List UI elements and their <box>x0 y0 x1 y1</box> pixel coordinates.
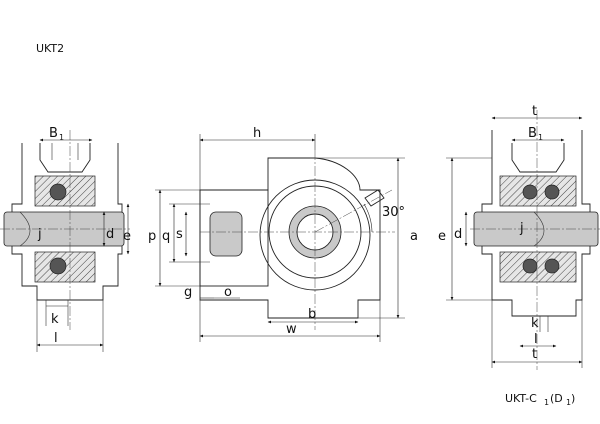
left-dimensions: B 1 d e j k l <box>36 126 131 352</box>
left-dim-B-sub: 1 <box>59 133 64 142</box>
right-dim-d: d <box>454 227 462 242</box>
footer-label: UKT-C 1 (D 1 ) <box>505 392 575 407</box>
center-dim-s: s <box>176 227 183 242</box>
left-dim-l: l <box>54 331 58 346</box>
footer-sub1: 1 <box>544 398 549 407</box>
center-dim-g: g <box>184 285 192 300</box>
right-dim-k: k <box>531 316 539 331</box>
center-dim-a: a <box>410 229 418 244</box>
left-dim-B: B <box>49 126 58 141</box>
right-dim-B-sub: 1 <box>538 133 543 142</box>
center-dimensions: h p q s a 30° g o b w <box>148 126 418 342</box>
center-front-view <box>199 150 395 330</box>
right-dim-j: j <box>519 221 524 236</box>
center-dim-h: h <box>253 126 261 141</box>
right-dim-t-top: t <box>532 104 537 119</box>
left-dim-e: e <box>123 229 131 244</box>
center-dim-q: q <box>162 229 170 244</box>
right-dim-t-bottom: t <box>532 347 537 362</box>
left-dim-d: d <box>106 227 114 242</box>
left-dim-j: j <box>37 227 42 242</box>
right-dim-e: e <box>438 229 446 244</box>
footer-main: UKT-C <box>505 392 537 405</box>
right-dim-l: l <box>534 332 538 347</box>
footer-sub2: 1 <box>566 398 571 407</box>
left-dim-k: k <box>51 312 59 327</box>
right-dim-B: B <box>528 126 537 141</box>
center-dim-angle: 30° <box>382 205 405 220</box>
left-section-view <box>0 130 130 330</box>
center-dim-o: o <box>224 285 232 300</box>
drawing-title: UKT2 <box>36 42 64 55</box>
right-section-view <box>470 110 600 370</box>
footer-paren-close: ) <box>571 392 575 405</box>
center-dim-w: w <box>286 322 297 337</box>
footer-paren-open: (D <box>550 392 563 405</box>
center-dim-b: b <box>308 307 316 322</box>
center-dim-p: p <box>148 229 156 244</box>
right-dimensions: t B 1 e d j k l t <box>438 104 583 368</box>
